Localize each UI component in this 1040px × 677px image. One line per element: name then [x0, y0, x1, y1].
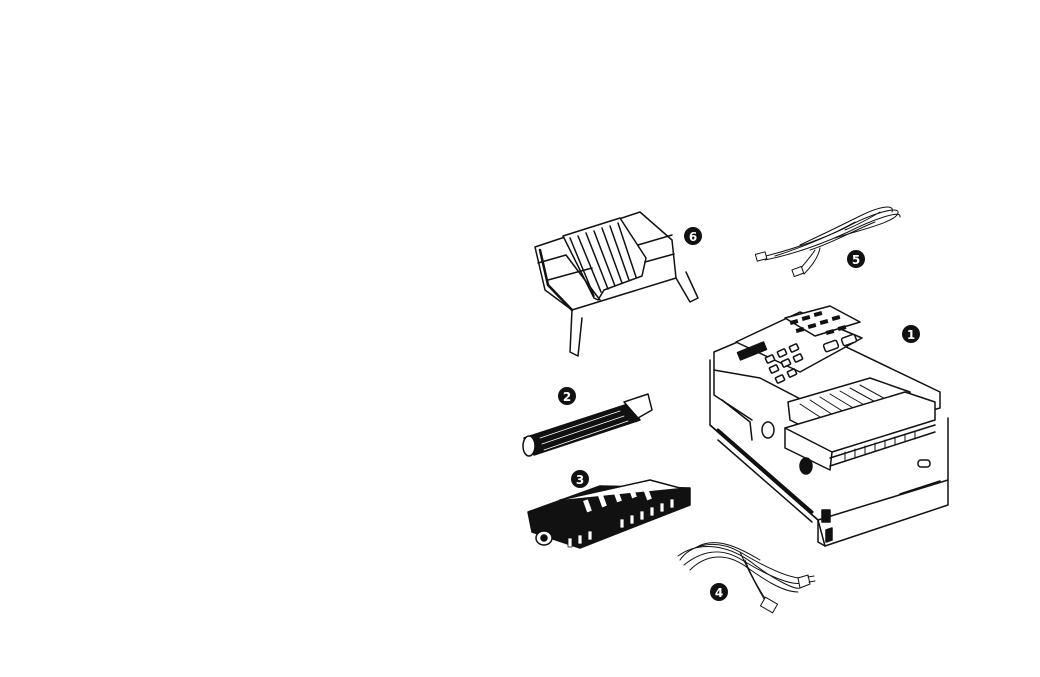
telephone-cord-drawing	[755, 207, 900, 276]
callout-5: 5	[847, 250, 865, 268]
callout-4: 4	[710, 583, 728, 601]
power-cord-drawing	[678, 543, 815, 613]
document-tray-drawing	[535, 212, 698, 356]
callout-4-label: 4	[715, 586, 723, 600]
callout-2-label: 2	[563, 390, 571, 404]
image-drum-drawing	[528, 480, 690, 548]
toner-cartridge-drawing	[523, 394, 652, 456]
callout-1-label: 1	[907, 328, 915, 342]
callout-6-label: 6	[689, 230, 697, 244]
callout-3: 3	[571, 470, 589, 488]
callout-3-label: 3	[576, 473, 584, 487]
callout-6: 6	[684, 227, 702, 245]
callout-5-label: 5	[852, 253, 860, 267]
callout-2: 2	[558, 387, 576, 405]
callout-1: 1	[902, 325, 920, 343]
